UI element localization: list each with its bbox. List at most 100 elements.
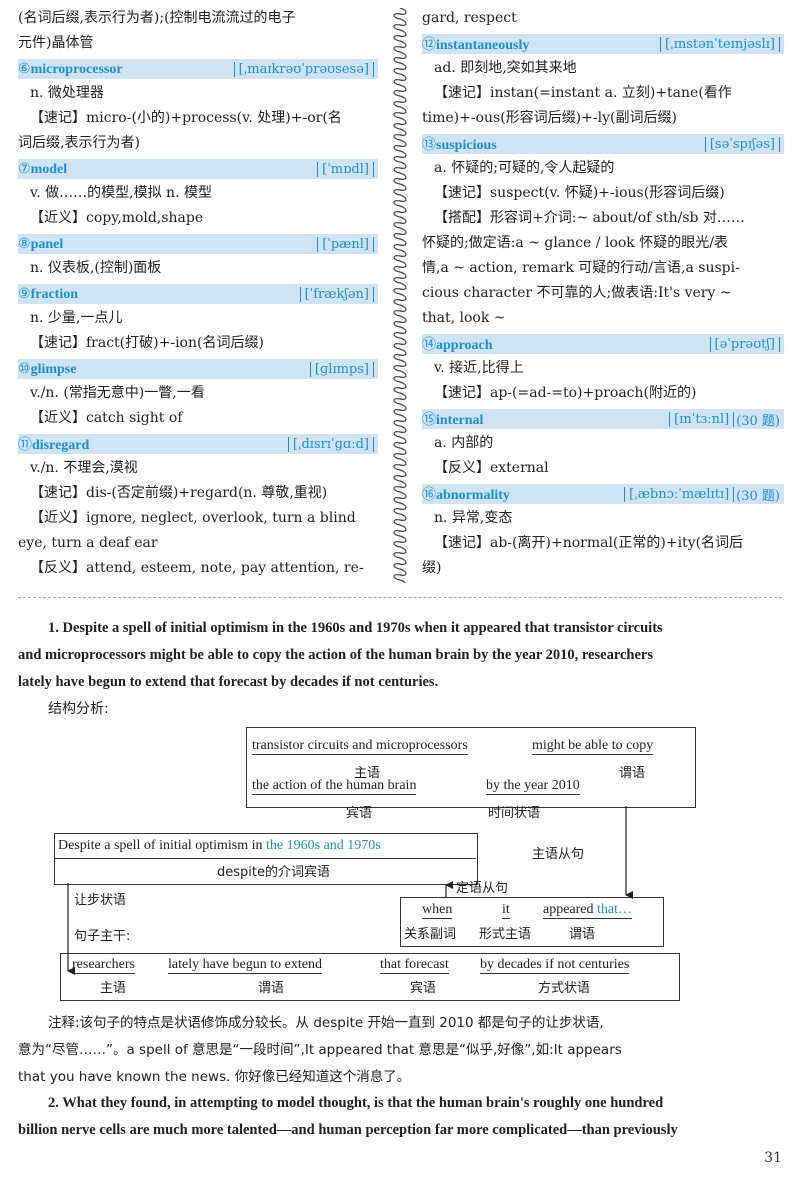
label-main-predicate: 谓语 [258,981,285,996]
entry-line: n. 微处理器 [30,85,104,101]
section-divider [18,597,782,598]
label-subject: 主语 [354,766,381,781]
headword-text: microprocessor [30,61,123,77]
label-main-adverbial: 方式状语 [538,981,591,996]
clause-subject: transistor circuits and microprocessors [252,738,468,755]
main-clause-label: 句子主干: [74,929,131,944]
label-formal-subject: 形式主语 [479,927,532,942]
entry-continuation-line: 元件)晶体管 [18,35,94,51]
entry-line: ad. 即刻地,突如其来地 [434,60,577,76]
entry-line: 【反义】attend, esteem, note, pay attention,… [30,560,364,576]
sentence-2-line: billion nerve cells are much more talent… [18,1122,678,1138]
headword-bar: ⑩glimpse[ɡlɪmps] [18,359,378,379]
when-clause-box [400,897,664,947]
it-word: it [502,902,510,919]
headword-text: glimpse [30,361,77,377]
entry-line: 缀) [422,560,442,576]
entry-line: 【速记】instan(=instant a. 立刻)+tane(看作 [434,85,732,101]
headword: ⑧panel [18,236,63,253]
headword: ⑨fraction [18,286,78,303]
headword: ⑪disregard [18,434,89,454]
phonetic: [ˈmɒdl] [317,161,374,177]
concession-label: 让步状语 [74,893,127,908]
entry-line: 情,a ~ action, remark 可疑的行动/言语,a suspi- [422,260,740,276]
main-object: that forecast [380,957,449,974]
headword-bar: ⑫instantaneously[ˌɪnstənˈteɪnjəslɪ] [422,34,784,54]
entry-number: ⑬ [422,137,436,153]
despite-phrase-years: the 1960s and 1970s [266,838,381,853]
entry-line: v./n. (常指无意中)一瞥,一看 [30,385,205,401]
phonetic: [ˌdɪsrɪˈɡɑːd] [287,436,374,452]
phonetic: [ˈfrækʃən] [299,286,374,302]
headword-bar: ⑬suspicious[səˈspɪʃəs] [422,134,784,154]
headword-text: approach [436,338,493,353]
entry-line: 【近义】catch sight of [30,410,183,426]
spiral-binding-divider [393,8,407,583]
headword-text: model [30,161,68,177]
entry-line: 怀疑的;做定语:a ~ glance / look 怀疑的眼光/表 [422,235,728,251]
entry-line: v. 做……的模型,模拟 n. 模型 [30,185,212,201]
notes-line: that you have known the news. 你好像已经知道这个消… [18,1069,411,1085]
headword: ⑭approach [422,334,493,354]
entry-line: n. 少量,一点儿 [30,310,123,326]
entry-number: ⑮ [422,412,436,428]
headword-text: disregard [32,438,90,453]
headword-text: abnormality [436,488,510,503]
despite-box [54,833,478,885]
headword: ⑬suspicious [422,134,497,154]
phonetic: [ˌæbnɔːˈmælɪtɪ] [624,486,735,502]
entry-line: n. 仪表板,(控制)面板 [30,260,162,276]
entry-line: time)+-ous(形容词后缀)+-ly(副词后缀) [422,110,677,126]
entry-line: 【速记】ap-(=ad-=to)+proach(附近的) [434,385,697,401]
entry-number: ⑧ [18,235,31,252]
label-predicate: 谓语 [619,766,646,781]
diagram-arrows [67,806,633,975]
sentence-1: 1. Despite a spell of initial optimism i… [18,615,784,696]
entry-line: 【速记】dis-(否定前缀)+regard(n. 尊敬,重视) [30,485,328,501]
headword: ⑦model [18,161,67,178]
when-word: when [422,902,453,919]
entry-line: 【速记】suspect(v. 怀疑)+-ious(形容词后缀) [434,185,725,201]
headword-text: instantaneously [436,38,530,53]
question-ref: (30 题) [736,488,780,504]
headword: ⑩glimpse [18,361,76,378]
headword-bar: ⑮internal[ɪnˈtɜːnl](30 题) [422,409,784,429]
headword: ⑯abnormality [422,484,510,504]
main-subject: researchers [72,957,135,974]
left-column: (名词后缀,表示行为者);(控制电流流过的电子元件)晶体管 ⑥microproce… [18,6,378,581]
appeared-text: appeared [543,902,594,917]
entry-line: 词后缀,表示行为者) [18,135,140,151]
entry-line: 【近义】copy,mold,shape [30,210,204,226]
entry-number: ⑩ [18,360,31,377]
clause-object: the action of the human brain [252,778,417,795]
notes: 注释:该句子的特点是状语修饰成分较长。从 despite 开始一直到 2010 … [18,1010,784,1091]
despite-divider [54,858,476,859]
phonetic: [ˈpænl] [317,236,374,252]
entry-number: ⑪ [18,437,32,453]
analysis-label: 结构分析: [48,701,109,717]
question-ref: (30 题) [736,413,780,429]
entry-number: ⑯ [422,487,436,503]
entry-line: a. 内部的 [434,435,494,451]
phonetic: [ˌmaɪkrəʊˈprəʊsesə] [233,61,374,77]
entry-continuation-line: (名词后缀,表示行为者);(控制电流流过的电子 [18,10,296,26]
headword-bar: ⑭approach[əˈprəʊtʃ] [422,334,784,354]
phonetic: [ɪnˈtɜːnl] [669,411,735,427]
entry-line: a. 怀疑的;可疑的,令人起疑的 [434,160,615,176]
clause-time: by the year 2010 [486,778,580,795]
entry-line: 【速记】fract(打破)+-ion(名词后缀) [30,335,264,351]
headword-bar: ⑧panel [ˈpænl] [18,234,378,254]
label-object: 宾语 [346,806,373,821]
entry-line: eye, turn a deaf ear [18,535,158,551]
attributive-clause-label: 定语从句 [456,881,509,896]
headword: ⑥microprocessor [18,61,123,78]
label-when-predicate: 谓语 [569,927,596,942]
entry-number: ⑥ [18,60,31,77]
entry-number: ⑫ [422,37,436,53]
entry-line: 【反义】external [434,460,549,476]
entry-line: 【速记】ab-(离开)+normal(正常的)+ity(名词后 [434,535,744,551]
headword: ⑫instantaneously [422,34,529,54]
headword-bar: ⑥microprocessor [ˌmaɪkrəʊˈprəʊsesə] [18,59,378,79]
clause-verb: might be able to copy [532,738,654,755]
